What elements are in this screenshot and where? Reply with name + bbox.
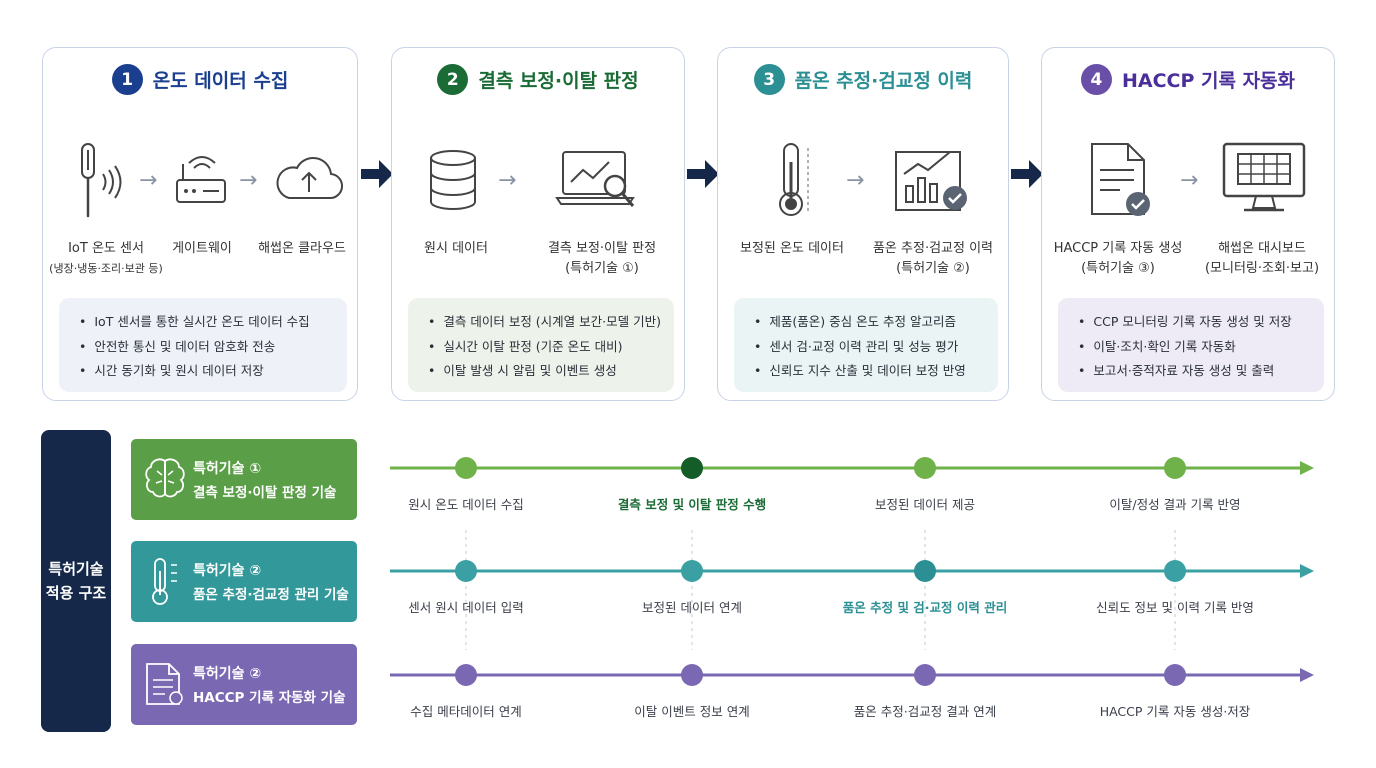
bullet-item: IoT 센서를 통한 실시간 온도 데이터 수집 [79, 310, 347, 335]
thermometer-icon [152, 558, 177, 605]
timeline-node-label: 원시 온도 데이터 수집 [408, 497, 524, 512]
timeline-node-label: 신뢰도 정보 및 이력 기록 반영 [1096, 600, 1254, 615]
bullet-item: 신뢰도 지수 산출 및 데이터 보정 반영 [754, 359, 998, 384]
patent-subtitle: 품온 추정·검교정 관리 기술 [193, 587, 349, 603]
patent-subtitle: 결측 보정·이탈 판정 기술 [193, 485, 337, 501]
database-icon [430, 150, 476, 210]
document-check-icon [1091, 143, 1150, 216]
patent-title: 특허기술 ② [193, 666, 262, 682]
step-number-badge: 4 [1080, 64, 1112, 95]
bullet-item: 이탈·조치·확인 기록 자동화 [1078, 335, 1324, 360]
timeline-node-label: 품온 추정·검교정 결과 연계 [853, 704, 997, 719]
bullet-item: 실시간 이탈 판정 (기준 온도 대비) [428, 335, 674, 360]
timeline-arrowhead [1300, 668, 1314, 682]
timeline-node [914, 560, 936, 582]
node-label: 해썹온 대시보드(모니터링·조회·보고) [1204, 241, 1320, 276]
timeline-node-label: 이탈/정성 결과 기록 반영 [1109, 497, 1241, 512]
timeline-node [1164, 664, 1186, 686]
node-label: 게이트웨이 [172, 241, 232, 256]
bullet-list: 결측 데이터 보정 (시계열 보간·모델 기반) 실시간 이탈 판정 (기준 온… [408, 298, 674, 392]
timeline-node-label: 이탈 이벤트 정보 연계 [634, 704, 750, 719]
timeline-node [681, 457, 703, 479]
step-header: 3 품온 추정·검교정 이력 [718, 64, 1008, 95]
arrow-right-icon: → [846, 168, 865, 193]
bullet-item: 시간 동기화 및 원시 데이터 저장 [79, 359, 347, 384]
timeline-node-label: 수집 메타데이터 연계 [410, 704, 522, 719]
big-arrow-right-icon [687, 160, 719, 188]
node-label: 해썹온 클라우드 [258, 241, 346, 256]
timeline-node [455, 664, 477, 686]
timeline-node-label: 품온 추정 및 검·교정 이력 관리 [842, 600, 1008, 615]
arrow-right-icon: → [498, 168, 517, 193]
timeline-node [681, 664, 703, 686]
patent-title: 특허기술 ① [193, 461, 262, 477]
bullet-list: 제품(품온) 중심 온도 추정 알고리즘 센서 검·교정 이력 관리 및 성능 … [734, 298, 998, 392]
timeline-node-label: 결측 보정 및 이탈 판정 수행 [617, 497, 767, 512]
bullet-item: 제품(품온) 중심 온도 추정 알고리즘 [754, 310, 998, 335]
bullet-item: 안전한 통신 및 데이터 암호화 전송 [79, 335, 347, 360]
timeline-node [1164, 457, 1186, 479]
patent-box-2: 특허기술 ② 품온 추정·검교정 관리 기술 [131, 541, 357, 622]
arrow-right-icon: → [239, 168, 258, 193]
thermometer-icon [779, 143, 809, 216]
gateway-icon [176, 156, 226, 203]
timeline-node-label: 센서 원시 데이터 입력 [408, 600, 524, 615]
timeline-arrowhead [1300, 564, 1314, 578]
timeline-node [914, 664, 936, 686]
patent-box-3: 특허기술 ② HACCP 기록 자동화 기술 [131, 644, 357, 725]
step-number-badge: 3 [753, 64, 785, 95]
chart-check-icon [895, 151, 967, 211]
iot-sensor-icon [81, 143, 122, 218]
step-title: 온도 데이터 수집 [152, 70, 289, 92]
step-card-1: 1 온도 데이터 수집 → → IoT 온도 센서(냉장·냉동·조리·보관 등)… [42, 47, 358, 401]
timeline-node [455, 457, 477, 479]
step-number-badge: 2 [437, 64, 469, 95]
step-title: HACCP 기록 자동화 [1121, 70, 1296, 92]
timeline-node [681, 560, 703, 582]
brain-icon [145, 458, 185, 498]
bullet-item: 결측 데이터 보정 (시계열 보간·모델 기반) [428, 310, 674, 335]
arrow-right-icon: → [139, 168, 158, 193]
step-title: 품온 추정·검교정 이력 [794, 70, 973, 92]
step-header: 1 온도 데이터 수집 [43, 64, 357, 95]
big-arrow-right-icon [1011, 160, 1043, 188]
document-icon [146, 663, 183, 705]
dashboard-monitor-icon [1222, 142, 1306, 212]
step-card-3: 3 품온 추정·검교정 이력 → 보정된 온도 데이터 품온 추정·검교정 이력… [717, 47, 1009, 401]
bullet-item: 센서 검·교정 이력 관리 및 성능 평가 [754, 335, 998, 360]
node-label: 결측 보정·이탈 판정(특허기술 ①) [547, 241, 657, 276]
bullet-list: CCP 모니터링 기록 자동 생성 및 저장 이탈·조치·확인 기록 자동화 보… [1058, 298, 1324, 392]
patent-title: 특허기술 ② [193, 563, 262, 579]
timeline-node-label: 보정된 데이터 연계 [642, 600, 742, 615]
patent-subtitle: HACCP 기록 자동화 기술 [193, 690, 346, 706]
node-label: IoT 온도 센서(냉장·냉동·조리·보관 등) [49, 241, 163, 275]
node-label: 품온 추정·검교정 이력(특허기술 ②) [872, 241, 994, 276]
step-header: 2 결측 보정·이탈 판정 [392, 64, 684, 95]
bullet-item: 보고서·증적자료 자동 생성 및 출력 [1078, 359, 1324, 384]
bullet-item: CCP 모니터링 기록 자동 생성 및 저장 [1078, 310, 1324, 335]
arrow-right-icon: → [1180, 168, 1199, 193]
step-card-4: 4 HACCP 기록 자동화 → HACCP 기록 자동 생성(특허기술 ③) … [1041, 47, 1335, 401]
step-card-2: 2 결측 보정·이탈 판정 → 원시 데이터 결측 보정·이탈 판정(특허기술 … [391, 47, 685, 401]
step-header: 4 HACCP 기록 자동화 [1042, 64, 1334, 95]
bullet-item: 이탈 발생 시 알림 및 이벤트 생성 [428, 359, 674, 384]
timeline-arrowhead [1300, 461, 1314, 475]
timeline-node [455, 560, 477, 582]
node-label: 보정된 온도 데이터 [740, 241, 844, 256]
big-arrow-right-icon [361, 160, 393, 188]
cloud-upload-icon [276, 157, 343, 200]
analysis-laptop-icon [555, 151, 635, 207]
step-title: 결측 보정·이탈 판정 [478, 70, 639, 92]
timeline-node [1164, 560, 1186, 582]
step-number-badge: 1 [111, 64, 143, 95]
patent-box-1: 특허기술 ① 결측 보정·이탈 판정 기술 [131, 439, 357, 520]
bullet-list: IoT 센서를 통한 실시간 온도 데이터 수집 안전한 통신 및 데이터 암호… [59, 298, 347, 392]
timeline-node [914, 457, 936, 479]
timeline-node-label: 보정된 데이터 제공 [875, 497, 975, 512]
node-label: HACCP 기록 자동 생성(특허기술 ③) [1053, 241, 1183, 276]
timeline-node-label: HACCP 기록 자동 생성·저장 [1099, 704, 1251, 719]
node-label: 원시 데이터 [424, 241, 488, 256]
